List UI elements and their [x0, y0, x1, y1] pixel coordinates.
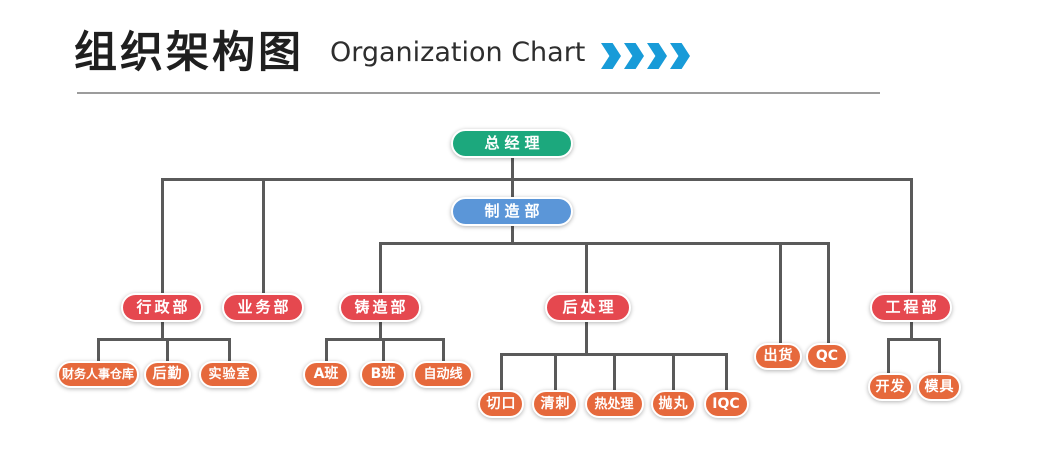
node-deburring: 清刺	[532, 390, 578, 418]
node-laboratory: 实验室	[199, 360, 259, 388]
connector-line	[378, 320, 382, 339]
node-iqc: IQC	[703, 390, 749, 418]
node-admin-dept: 行政部	[121, 292, 203, 322]
node-label: 热处理	[594, 396, 634, 412]
node-development: 开发	[867, 373, 913, 401]
connector-line	[612, 354, 616, 392]
node-label: 总经理	[484, 133, 545, 152]
node-label: 自动线	[423, 366, 463, 382]
connector-line	[886, 337, 941, 341]
connector-line	[160, 177, 913, 181]
chevron-icon	[601, 43, 621, 69]
node-label: 制造部	[484, 201, 545, 220]
node-label: 模具	[924, 379, 955, 395]
chevron-arrows-icon	[601, 43, 690, 69]
connector-line	[227, 339, 231, 362]
node-qc: QC	[806, 342, 848, 370]
node-label: A班	[313, 366, 339, 382]
node-label: 工程部	[885, 297, 940, 316]
connector-line	[826, 243, 830, 344]
node-shift-b: B班	[360, 360, 406, 388]
connector-line	[778, 243, 782, 344]
connector-line	[510, 224, 514, 243]
node-logistics: 后勤	[143, 360, 191, 388]
connector-line	[441, 339, 445, 362]
node-post-processing-dept: 后处理	[545, 292, 631, 322]
node-engineering-dept: 工程部	[870, 292, 952, 322]
connector-line	[553, 354, 557, 392]
connector-line	[165, 339, 169, 362]
connector-line	[909, 320, 913, 339]
node-label: 开发	[875, 379, 906, 395]
chevron-icon	[670, 43, 690, 69]
node-label: 抛丸	[658, 396, 689, 412]
node-shift-a: A班	[303, 360, 349, 388]
node-shipping: 出货	[754, 342, 802, 370]
chevron-icon	[647, 43, 667, 69]
node-label: QC	[815, 348, 839, 364]
node-cutting: 切口	[478, 390, 524, 418]
node-label: 后处理	[562, 297, 617, 316]
node-label: 后勤	[152, 366, 183, 382]
connector-line	[584, 320, 588, 354]
node-label: 实验室	[208, 366, 251, 382]
connector-line	[378, 243, 382, 294]
node-heat-treatment: 热处理	[584, 390, 644, 418]
node-label: B班	[370, 366, 396, 382]
connector-line	[160, 320, 164, 339]
page-title-english: Organization Chart	[330, 37, 586, 68]
chevron-icon	[624, 43, 644, 69]
connector-line	[584, 243, 588, 294]
connector-line	[261, 179, 265, 294]
connector-line	[499, 354, 503, 392]
connector-line	[937, 339, 941, 375]
page-title-chinese: 组织架构图	[74, 28, 304, 78]
node-business-dept: 业务部	[222, 292, 304, 322]
node-general-manager: 总经理	[451, 128, 573, 158]
node-label: 业务部	[237, 297, 292, 316]
connector-line	[324, 337, 445, 341]
connector-line	[381, 339, 385, 362]
connector-line	[160, 179, 164, 294]
node-label: 行政部	[136, 297, 191, 316]
connector-line	[96, 339, 100, 362]
node-label: IQC	[712, 396, 740, 412]
node-label: 财务人事仓库	[61, 367, 134, 381]
connector-line	[510, 156, 514, 198]
node-mold: 模具	[917, 373, 961, 401]
node-label: 出货	[763, 348, 794, 364]
node-manufacturing-dept: 制造部	[451, 196, 573, 226]
connector-line	[324, 339, 328, 362]
node-automatic-line: 自动线	[413, 360, 473, 388]
connector-line	[378, 241, 830, 245]
node-casting-dept: 铸造部	[339, 292, 421, 322]
node-label: 清刺	[540, 396, 571, 412]
connector-line	[671, 354, 675, 392]
node-finance-hr-warehouse: 财务人事仓库	[57, 360, 139, 388]
connector-line	[96, 337, 231, 341]
connector-line	[909, 179, 913, 294]
node-shot-blasting: 抛丸	[650, 390, 696, 418]
connector-line	[886, 339, 890, 375]
connector-line	[724, 354, 728, 392]
node-label: 切口	[486, 396, 517, 412]
node-label: 铸造部	[354, 297, 409, 316]
header-divider	[77, 92, 880, 94]
